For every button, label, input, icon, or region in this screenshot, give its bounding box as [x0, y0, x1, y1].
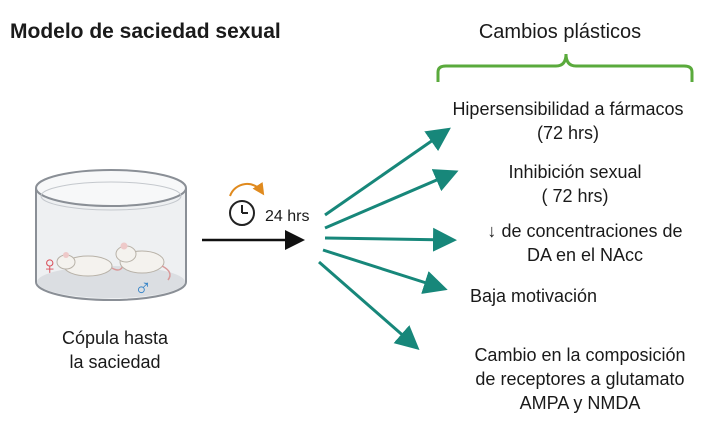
outcome-5-line-2: de receptores a glutamato: [475, 369, 685, 389]
changes-bracket: [436, 53, 694, 82]
outcome-hypersensitivity: Hipersensibilidad a fármacos (72 hrs): [428, 97, 706, 145]
outcome-5-line-3: AMPA y NMDA: [519, 393, 641, 413]
time-label: 24 hrs: [265, 208, 310, 225]
outcome-low-motivation: Baja motivación: [470, 284, 630, 308]
changes-header: Cambios plásticos: [478, 21, 642, 43]
rats: [56, 242, 171, 281]
cage-caption-line-1: Cópula hasta: [61, 328, 169, 348]
cage-caption: Cópula hasta la saciedad: [20, 326, 210, 374]
arrow-outcome-5: [318, 260, 420, 350]
outcome-sexual-inhibition: Inhibición sexual ( 72 hrs): [490, 160, 660, 208]
outcome-2-line-1: Inhibición sexual: [508, 162, 642, 182]
male-symbol-icon: ♂: [134, 275, 152, 302]
outcome-2-line-2: ( 72 hrs): [541, 186, 609, 206]
arrow-outcome-4: [322, 248, 448, 294]
outcome-glutamate-receptors: Cambio en la composición de receptores a…: [455, 343, 705, 415]
down-arrow-icon: ↓: [487, 221, 497, 241]
outcome-3-text-1: de concentraciones de: [501, 221, 683, 241]
arrow-outcome-1: [324, 127, 451, 217]
cage-caption-line-2: la saciedad: [69, 352, 161, 372]
outcome-4-line-1: Baja motivación: [470, 286, 598, 306]
arrow-outcome-3: [324, 227, 457, 252]
arrow-outcome-2: [324, 169, 459, 230]
clock-icon: [229, 182, 265, 226]
outcome-1-line-1: Hipersensibilidad a fármacos: [452, 99, 684, 119]
diagram-title: Modelo de saciedad sexual: [10, 20, 281, 43]
outcome-3-line-2: DA en el NAcc: [526, 245, 644, 265]
rat-cage: [35, 169, 187, 301]
female-symbol-icon: ♀: [40, 250, 60, 280]
outcome-5-line-1: Cambio en la composición: [474, 345, 686, 365]
outcome-da-concentration: ↓ de concentraciones de DA en el NAcc: [465, 219, 705, 267]
outcome-1-line-2: (72 hrs): [536, 123, 599, 143]
outcome-3-line-1: ↓ de concentraciones de: [465, 219, 705, 243]
